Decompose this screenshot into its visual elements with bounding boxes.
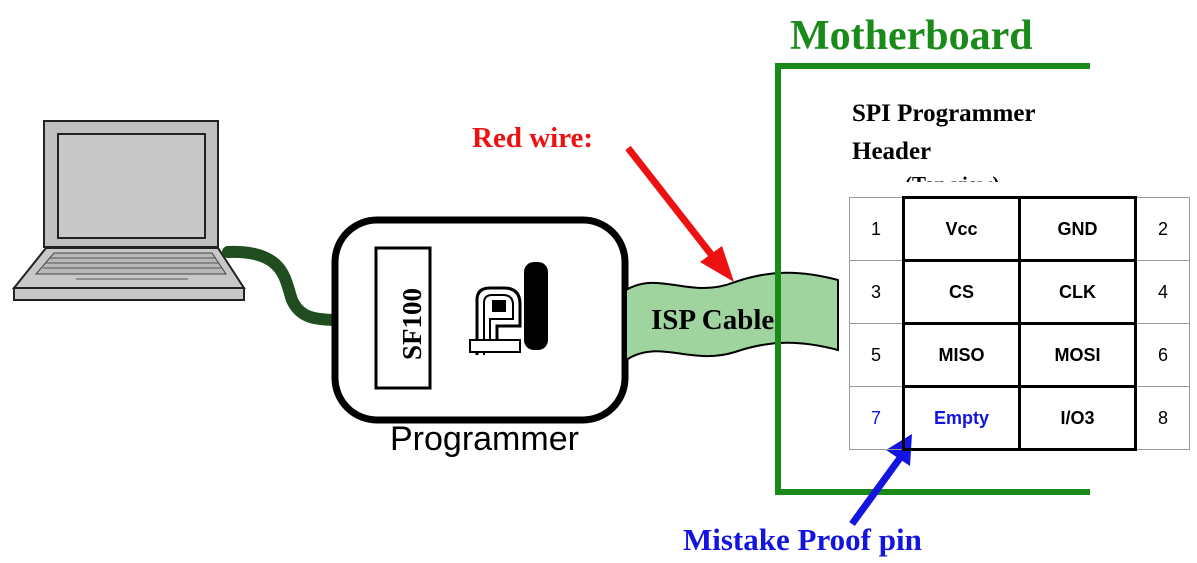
sf100-box bbox=[374, 246, 432, 390]
brand-logo-text: DediProg bbox=[548, 285, 563, 343]
usb-cable bbox=[222, 245, 346, 326]
motherboard-outline bbox=[775, 63, 1090, 495]
spi-header-pin-table: 1 Vcc GND 2 3 CS CLK 4 5 MISO MOSI 6 7 E… bbox=[849, 196, 1190, 451]
dediprog-logo-icon bbox=[469, 262, 548, 355]
pin-signal: CS bbox=[902, 259, 1021, 325]
header-label-line2: Header bbox=[852, 138, 932, 165]
pin-row: 7 Empty I/O3 8 bbox=[849, 385, 1190, 451]
pin-signal: MISO bbox=[902, 322, 1021, 388]
pin-number: 8 bbox=[1135, 386, 1190, 450]
pin-signal-empty: Empty bbox=[902, 385, 1021, 451]
pin-number: 2 bbox=[1135, 197, 1190, 261]
laptop-icon bbox=[11, 120, 246, 301]
pin-number: 4 bbox=[1135, 260, 1190, 324]
programmer-label: Programmer bbox=[390, 420, 579, 458]
pin-number: 7 bbox=[849, 386, 904, 450]
header-label-line1: SPI Programmer bbox=[852, 100, 1036, 127]
pin-signal: MOSI bbox=[1018, 322, 1137, 388]
pin-number: 3 bbox=[849, 260, 904, 324]
isp-cable bbox=[625, 271, 839, 362]
programmer-model-label: SF100 bbox=[397, 287, 427, 360]
pin-row: 1 Vcc GND 2 bbox=[849, 196, 1190, 262]
motherboard-title: Motherboard bbox=[790, 13, 1033, 59]
red-arrow bbox=[625, 145, 734, 282]
isp-cable-label: ISP Cable bbox=[651, 304, 775, 336]
pin-number: 6 bbox=[1135, 323, 1190, 387]
pin-number: 1 bbox=[849, 197, 904, 261]
pin-row: 5 MISO MOSI 6 bbox=[849, 322, 1190, 388]
pin-row: 3 CS CLK 4 bbox=[849, 259, 1190, 325]
header-label-line3: (Top view) bbox=[905, 170, 999, 182]
pin-signal: GND bbox=[1018, 196, 1137, 262]
pin-signal: Vcc bbox=[902, 196, 1021, 262]
pin-number: 5 bbox=[849, 323, 904, 387]
pin-signal: CLK bbox=[1018, 259, 1137, 325]
mistake-proof-label: Mistake Proof pin bbox=[683, 522, 922, 557]
pin-signal: I/O3 bbox=[1018, 385, 1137, 451]
red-wire-label: Red wire: bbox=[472, 122, 594, 154]
